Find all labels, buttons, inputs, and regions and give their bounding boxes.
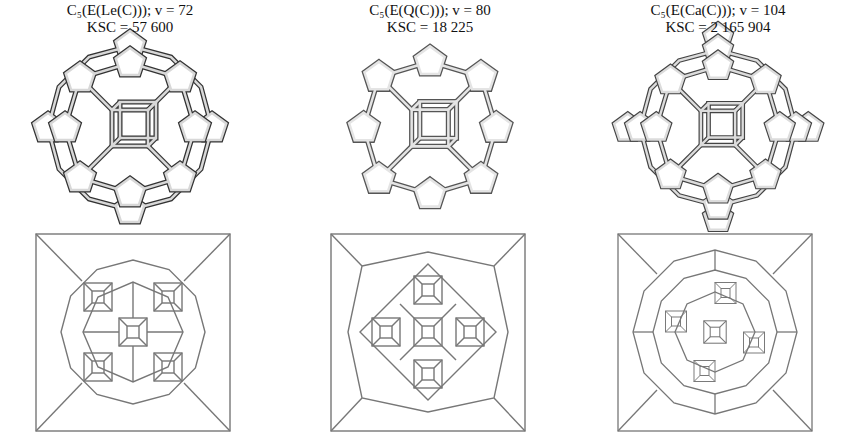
cage-title: C₅(E(Le(C))); v = 72 xyxy=(67,2,194,19)
schlegel-ca xyxy=(618,234,812,431)
ksc-value: KSC = 18 225 xyxy=(387,19,473,36)
schlegel-q xyxy=(331,234,525,431)
cage-title: C₅(E(Ca(C))); v = 104 xyxy=(651,2,786,19)
ksc-value: KSC = 57 600 xyxy=(87,19,173,36)
cage-ca xyxy=(614,23,822,229)
cage-q xyxy=(349,46,511,206)
cage-le xyxy=(34,31,227,222)
schlegel-le xyxy=(36,234,230,431)
ksc-value: KSC = 2 165 904 xyxy=(665,19,770,36)
cage-title: C₅(E(Q(C))); v = 80 xyxy=(369,2,491,19)
